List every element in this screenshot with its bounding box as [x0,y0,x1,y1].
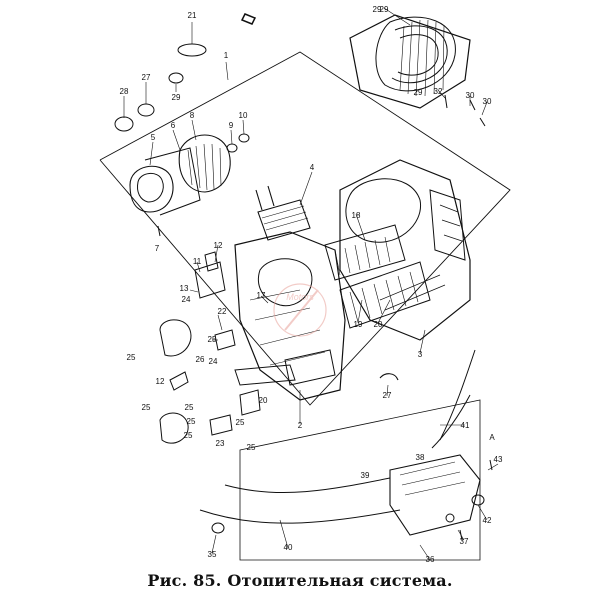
control-panel-36 [389,454,485,536]
part-label: 30 [483,97,492,106]
part-label: 29 [414,88,423,97]
part-label: 41 [461,421,470,430]
part-label: 25 [187,417,196,426]
part-label: 25 [142,403,151,412]
part-label: 29 [373,5,382,14]
part-label: 21 [188,11,197,20]
part-label: 28 [120,87,129,96]
part-label: 42 [483,516,492,525]
part-label: 6 [171,121,176,130]
fan-blower-8 [178,134,231,193]
heater-core-14 [324,224,406,281]
part-label: 20 [374,320,383,329]
watermark-text: Motors [286,292,314,302]
control-cables [199,349,476,524]
section-marker: A [489,433,495,442]
clip-27 [379,373,399,381]
part-label: 10 [239,111,248,120]
part-label: 36 [426,555,435,564]
fasteners [157,94,493,541]
lever-group [159,251,296,444]
part-label: 11 [193,257,202,266]
part-label: 32 [434,87,443,96]
part-label: 29 [172,93,181,102]
part-label: 37 [460,537,469,546]
part-label: 24 [182,295,191,304]
part-label: 3 [418,350,423,359]
control-section-frame [239,399,481,561]
heater-core-15 [339,261,431,329]
part-label: 25 [247,443,256,452]
part-label: 19 [354,320,363,329]
part-label: 35 [208,550,217,559]
watermark: Motors [273,283,327,337]
part-label: 1 [224,51,229,60]
part-label: 4 [310,163,315,172]
part-label: 5 [151,133,156,142]
part-label: 25 [185,403,194,412]
part-label: 40 [284,543,293,552]
part-label: 27 [383,391,392,400]
part-label: 25 [184,431,193,440]
part-label: 9 [229,121,234,130]
part-label: 25 [127,353,136,362]
part-label: 24 [209,357,218,366]
heater-housing-2 [234,231,346,401]
part-label: 25 [236,418,245,427]
fan-motor-5 [129,147,201,216]
part-labels: 21 1 29 27 28 6 8 9 10 5 7 4 18 29 32 30… [120,5,503,564]
leader-lines [123,7,499,561]
part-label: 27 [142,73,151,82]
radiator-4 [255,185,311,241]
figure-caption: Рис. 85. Отопительная система. [147,571,453,590]
part-label: 25 [208,335,217,344]
part-label: 20 [259,396,268,405]
part-label: 17 [257,291,266,300]
part-label: 26 [196,355,205,364]
assembly-frame [99,51,511,406]
grommets [114,13,257,534]
part-label: 29 [380,5,389,14]
part-label: 7 [155,244,160,253]
duct-28 [349,14,471,109]
part-label: 2 [298,421,303,430]
part-label: 43 [494,455,503,464]
part-label: 22 [218,307,227,316]
part-label: 12 [214,241,223,250]
part-label: 8 [190,111,195,120]
part-label: 39 [361,471,370,480]
part-label: 18 [352,211,361,220]
part-label: 13 [180,284,189,293]
part-label: 38 [416,453,425,462]
part-label: 12 [156,377,165,386]
part-label: 23 [216,439,225,448]
part-label: 30 [466,91,475,100]
